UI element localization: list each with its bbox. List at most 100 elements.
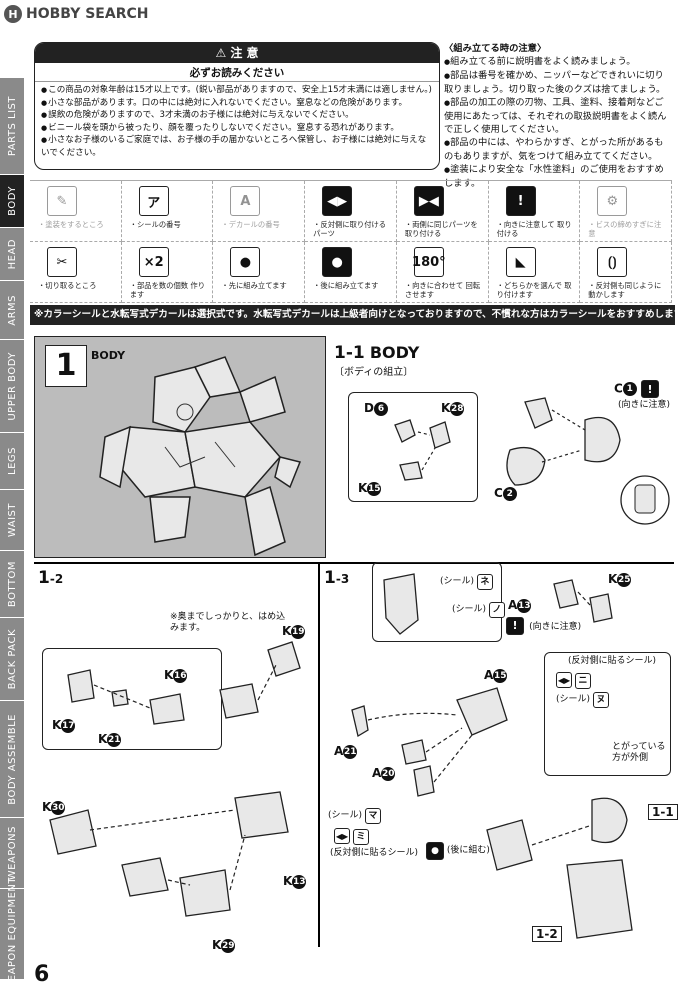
caution-item: 小さな部品があります。口の中には絶対に入れないでください。窒息などの危険がありま… xyxy=(41,97,433,110)
seal-label: (シール) xyxy=(440,576,475,587)
first-assemble-icon: ● xyxy=(227,247,263,277)
legend-glyph: ×2 xyxy=(138,247,169,277)
tab-label: ARMS xyxy=(6,294,18,326)
divider xyxy=(318,562,320,947)
sub-assembly-frame xyxy=(348,392,478,502)
decal-icon: A xyxy=(227,186,263,216)
legend-label: ・反対側に取り付ける パーツ xyxy=(313,220,387,238)
legend-glyph: ▶◀ xyxy=(413,186,444,216)
tab-bottom[interactable]: BOTTOM xyxy=(0,551,24,618)
caution-title: ⚠ 注 意 xyxy=(35,43,439,63)
tab-legs[interactable]: LEGS xyxy=(0,433,24,490)
legend-cell: ⟮⟯・反対側も同じように 動かします xyxy=(580,242,672,303)
legend-cell: ● ・先に組み立てます xyxy=(213,242,306,303)
select-icon: ◣ xyxy=(503,247,539,277)
legend-label: ・ビスの締めすぎに注意 xyxy=(588,220,662,238)
legend-label: ・塗装をするところ xyxy=(38,220,104,229)
legend-cell: A ・デカールの番号 xyxy=(213,181,306,242)
assembly-note: 部品の加工の際の刃物、工具、塗料、接着剤などご使用にあたっては、それぞれの取扱説… xyxy=(444,96,670,136)
part-label-k13: K13 xyxy=(283,874,307,889)
legend-label: ・デカールの番号 xyxy=(221,220,280,229)
tab-body-assemble[interactable]: BODY ASSEMBLE xyxy=(0,701,24,818)
tab-label: BODY ASSEMBLE xyxy=(6,713,18,805)
orientation-icon: ! xyxy=(506,616,524,635)
sticker-icon: ノ xyxy=(488,602,505,618)
reverse-seal-note: (反対側に貼るシール) xyxy=(568,656,657,666)
label-number: 1 xyxy=(622,382,637,396)
label-letter: K xyxy=(283,874,293,888)
tab-back-pack[interactable]: BACK PACK xyxy=(0,618,24,701)
legend-label: ・後に組み立てます xyxy=(313,281,379,290)
step-1-2-diagram xyxy=(49,641,301,917)
assembly-note: 部品の中には、やわらかすぎ、とがった所があるものもありますが、気をつけて組み立て… xyxy=(444,136,670,163)
label-number: 21 xyxy=(107,732,122,747)
label-letter: A xyxy=(372,766,382,780)
pointed-outside-note: とがっている方が外側 xyxy=(612,742,666,763)
part-label-k21: K21 xyxy=(98,732,122,747)
tab-label: BACK PACK xyxy=(6,628,18,690)
legend-label: ・シールの番号 xyxy=(129,220,181,229)
nipper-icon: ✂ xyxy=(44,247,80,277)
tab-upper-body[interactable]: UPPER BODY xyxy=(0,340,24,433)
brush-icon: ✎ xyxy=(44,186,80,216)
legend-label: ・先に組み立てます xyxy=(221,281,287,290)
section-tabs: PARTS LIST BODY HEAD ARMS UPPER BODY LEG… xyxy=(0,78,24,991)
tab-parts-list[interactable]: PARTS LIST xyxy=(0,78,24,175)
hobby-search-logo: H HOBBY SEARCH xyxy=(4,4,148,24)
seal-label: (シール) xyxy=(328,810,363,821)
tab-arms[interactable]: ARMS xyxy=(0,281,24,340)
label-letter: C xyxy=(614,381,623,396)
step-number: 1-1 xyxy=(334,343,365,363)
label-number: 28 xyxy=(450,401,465,416)
ref-step-1-2: 1-2 xyxy=(532,926,562,942)
logo-text: HOBBY SEARCH xyxy=(26,6,149,22)
tab-label: BODY xyxy=(6,186,18,216)
label-letter: A xyxy=(508,598,518,612)
tab-waist[interactable]: WAIST xyxy=(0,490,24,551)
sticker-icon: ニ xyxy=(574,673,591,689)
reverse-side-icon: ◀▶ xyxy=(556,672,572,688)
legend-label: ・部品を数の個数 作ります xyxy=(129,281,205,299)
label-letter: K xyxy=(52,718,62,732)
label-number: 29 xyxy=(221,938,236,953)
caution-subtitle: 必ずお読みください xyxy=(35,63,439,82)
label-number: 6 xyxy=(373,401,388,416)
legend-label: ・反対側も同じように 動かします xyxy=(588,281,662,299)
label-letter: K xyxy=(98,732,108,746)
seal-ma: (シール) マ xyxy=(328,808,381,824)
legend-cell: ✎ ・塗装をするところ xyxy=(30,181,122,242)
body-illustration xyxy=(99,356,302,557)
reverse-seal-note: (反対側に貼るシール) xyxy=(330,848,419,858)
tab-label: WAIST xyxy=(6,502,18,538)
step-1-1-header: 1-1 BODY 〔ボディの組立〕 xyxy=(334,343,419,378)
caution-box: ⚠ 注 意 必ずお読みください この商品の対象年齢は15才以上です。(鋭い部品が… xyxy=(34,42,440,170)
label-letter: C xyxy=(494,486,503,500)
legend-glyph: ● xyxy=(322,247,353,277)
part-label-k28: K28 xyxy=(441,401,465,416)
legend-label: ・向きに注意して 取り付ける xyxy=(496,220,572,238)
seal-label: (シール) xyxy=(452,604,487,615)
legend-label: ・切り取るところ xyxy=(38,281,97,290)
label-number: 16 xyxy=(173,668,188,683)
legend-glyph: ! xyxy=(505,186,536,216)
label-number: 15 xyxy=(367,481,382,496)
label-number: 17 xyxy=(61,718,76,733)
step-1-panel: 1 BODY xyxy=(34,336,326,558)
step-number-main: 1 xyxy=(38,568,50,588)
tab-head[interactable]: HEAD xyxy=(0,228,24,281)
seal-label: (シール) xyxy=(556,694,591,705)
caution-item: 誤飲の危険がありますので、3才未満のお子様には絶対に与えないでください。 xyxy=(41,109,433,122)
tab-weapons[interactable]: WEAPONS xyxy=(0,818,24,889)
legend-cell: ア・シールの番号 xyxy=(121,181,214,242)
tab-weapon-equipment[interactable]: WEAPON EQUIPMENT xyxy=(0,877,24,991)
part-label-a13: A13 xyxy=(508,598,532,613)
legend-cell: ● ・後に組み立てます xyxy=(305,242,397,303)
step-1-1-diagram xyxy=(394,397,670,525)
legend-label: ・どちらかを選んで 取り付けます xyxy=(496,281,572,299)
seal-nu: (シール) ヌ xyxy=(556,692,609,708)
tab-body[interactable]: BODY xyxy=(0,175,24,228)
legend-glyph: 180° xyxy=(412,247,446,277)
